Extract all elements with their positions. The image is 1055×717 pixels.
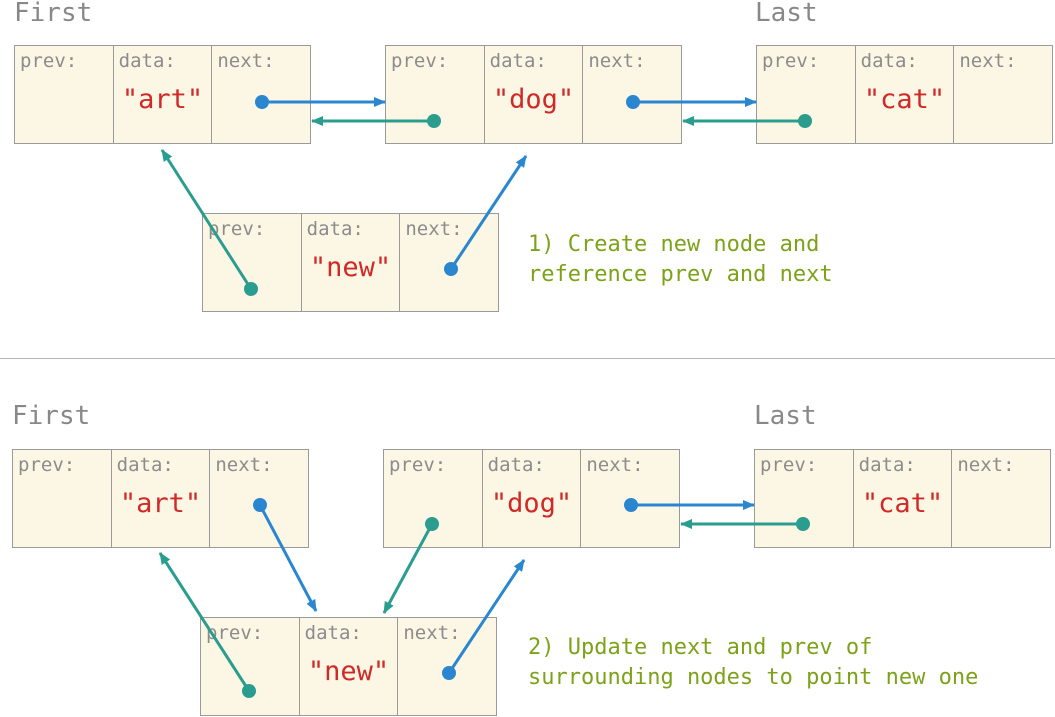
new-prev-pointer-arrow: [160, 149, 258, 296]
next-cell: next:: [212, 46, 310, 143]
prev-label: prev:: [18, 454, 76, 476]
node-dog-top: prev: data: "dog" next:: [385, 45, 682, 144]
prev-label: prev:: [208, 218, 266, 240]
data-cell: data: "art": [112, 450, 211, 547]
node-value: "new": [307, 656, 390, 687]
next-pointer-arrow: [626, 95, 757, 109]
caption-step-1: 1) Create new node and reference prev an…: [528, 230, 833, 290]
prev-cell: prev:: [757, 46, 856, 143]
data-label: data:: [116, 454, 174, 476]
prev-pointer-arrow: [680, 517, 810, 531]
next-label: next:: [403, 622, 461, 644]
panel-divider: [0, 358, 1055, 359]
next-label: next:: [588, 50, 646, 72]
prev-label: prev:: [760, 454, 818, 476]
next-cell: next:: [954, 46, 1052, 143]
first-label-top: First: [14, 0, 93, 28]
dog-prev-to-new-arrow: [382, 517, 439, 614]
prev-cell: prev:: [755, 450, 854, 547]
next-label: next:: [959, 50, 1017, 72]
prev-pointer-arrow: [682, 114, 812, 128]
node-value: "new": [309, 252, 392, 283]
prev-cell: prev:: [384, 450, 483, 547]
node-cat-top: prev: data: "cat" next:: [756, 45, 1053, 144]
node-value: "art": [121, 84, 204, 115]
data-cell: data: "dog": [485, 46, 584, 143]
data-cell: data: "dog": [483, 450, 582, 547]
next-pointer-arrow: [624, 498, 755, 512]
first-label-bottom: First: [12, 401, 91, 431]
node-value: "dog": [492, 84, 575, 115]
new-next-pointer-arrow: [444, 155, 528, 276]
next-cell: next:: [400, 214, 498, 311]
next-pointer-arrow: [255, 95, 386, 109]
prev-label: prev:: [762, 50, 820, 72]
art-next-to-new-arrow: [253, 498, 318, 612]
data-label: data:: [489, 50, 547, 72]
next-label: next:: [405, 218, 463, 240]
next-cell: next:: [583, 46, 681, 143]
caption-line: 1) Create new node and: [528, 232, 820, 257]
next-label: next:: [586, 454, 644, 476]
node-value: "dog": [490, 488, 573, 519]
last-label-top: Last: [755, 0, 818, 28]
next-cell: next:: [581, 450, 679, 547]
prev-cell: prev:: [201, 618, 300, 715]
next-cell: next:: [398, 618, 496, 715]
node-value: "art": [119, 488, 202, 519]
prev-label: prev:: [389, 454, 447, 476]
node-art-top: prev: data: "art" next:: [14, 45, 311, 144]
node-value: "cat": [863, 84, 946, 115]
next-label: next:: [215, 454, 273, 476]
data-label: data:: [304, 622, 362, 644]
prev-cell: prev:: [386, 46, 485, 143]
caption-step-2: 2) Update next and prev of surrounding n…: [528, 633, 978, 693]
next-label: next:: [957, 454, 1015, 476]
data-cell: data: "cat": [854, 450, 953, 547]
data-cell: data: "art": [114, 46, 213, 143]
next-cell: next:: [952, 450, 1050, 547]
data-label: data:: [487, 454, 545, 476]
caption-line: surrounding nodes to point new one: [528, 665, 979, 690]
data-label: data:: [860, 50, 918, 72]
node-value: "cat": [861, 488, 944, 519]
data-label: data:: [118, 50, 176, 72]
data-label: data:: [306, 218, 364, 240]
data-cell: data: "new": [302, 214, 401, 311]
next-cell: next:: [210, 450, 308, 547]
prev-label: prev:: [391, 50, 449, 72]
prev-cell: prev:: [13, 450, 112, 547]
last-label-bottom: Last: [754, 401, 817, 431]
prev-label: prev:: [20, 50, 78, 72]
prev-cell: prev:: [15, 46, 114, 143]
caption-line: reference prev and next: [528, 262, 833, 287]
new-prev-pointer-arrow: [158, 552, 256, 698]
node-cat-bottom: prev: data: "cat" next:: [754, 449, 1051, 548]
prev-label: prev:: [206, 622, 264, 644]
data-label: data:: [858, 454, 916, 476]
new-next-pointer-arrow: [442, 559, 526, 680]
data-cell: data: "cat": [856, 46, 955, 143]
data-cell: data: "new": [300, 618, 399, 715]
prev-pointer-arrow: [311, 114, 441, 128]
prev-cell: prev:: [203, 214, 302, 311]
next-label: next:: [217, 50, 275, 72]
caption-line: 2) Update next and prev of: [528, 635, 873, 660]
